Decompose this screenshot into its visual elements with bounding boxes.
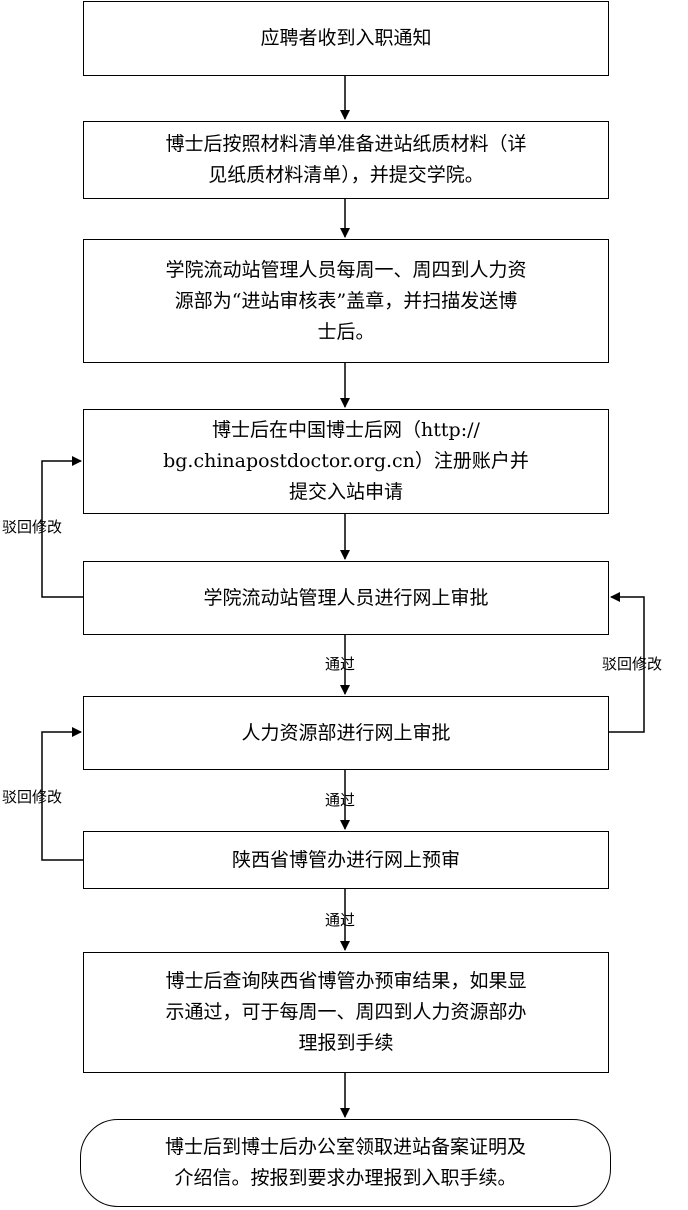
reject-label-province: 驳回修改 <box>2 788 63 806</box>
step-5-college-online-approval: 学院流动站管理人员进行网上审批 <box>83 561 609 635</box>
pass-label-1: 通过 <box>325 655 356 673</box>
reject-label-hr: 驳回修改 <box>602 655 663 673</box>
step-6-hr-online-approval: 人力资源部进行网上审批 <box>83 696 609 770</box>
step-1-offer-received: 应聘者收到入职通知 <box>83 1 609 76</box>
step-3-stamp-review-form: 学院流动站管理人员每周一、周四到人力资 源部为“进站审核表”盖章，并扫描发送博 … <box>83 239 609 363</box>
reject-label-college: 驳回修改 <box>2 518 63 536</box>
pass-label-3: 通过 <box>325 911 356 929</box>
step-8-check-result-register: 博士后查询陕西省博管办预审结果，如果显 示通过，可于每周一、周四到人力资源部办 … <box>83 952 609 1073</box>
pass-label-2: 通过 <box>325 791 356 809</box>
step-2-prepare-materials: 博士后按照材料清单准备进站纸质材料（详 见纸质材料清单），并提交学院。 <box>83 121 609 199</box>
reject-loop-province <box>41 727 83 861</box>
reject-loop-hr <box>609 592 645 733</box>
step-4-online-application: 博士后在中国博士后网（http:// bg.chinapostdoctor.or… <box>83 409 609 514</box>
step-9-final-onboarding: 博士后到博士后办公室领取进站备案证明及 介绍信。按报到要求办理报到入职手续。 <box>80 1119 611 1207</box>
step-7-province-pre-review: 陕西省博管办进行网上预审 <box>83 831 609 889</box>
reject-loop-college <box>41 456 83 598</box>
